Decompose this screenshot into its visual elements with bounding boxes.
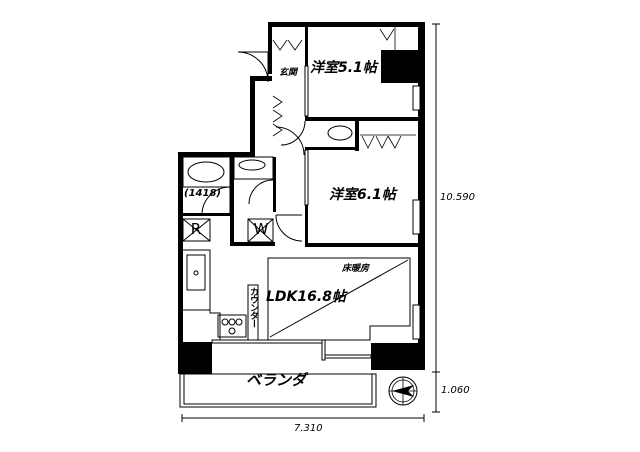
balcony [179,373,377,408]
room-label-western-6-1: 洋室6.1帖 [329,187,396,203]
room-label-western-5-1: 洋室5.1帖 [310,60,377,76]
dimension-depth-balcony: 1.060 [441,385,470,396]
washer-space-label: W [253,220,269,238]
dimension-lines [181,23,440,422]
north-arrow-compass-icon [388,376,418,406]
floor-heating-label: 床暖房 [342,264,370,274]
dimension-depth-main: 10.590 [440,192,475,203]
dimension-width: 7.310 [294,423,323,434]
room-label-entrance: 玄関 [279,68,298,78]
bath-size-label: (1418) [184,188,221,199]
counter-label: カウンター [248,287,258,327]
windows [211,65,421,361]
closet-doors [272,27,416,149]
room-label-ldk: LDK16.8帖 [266,289,346,305]
room-label-balcony: ベランダ [246,371,307,389]
refrigerator-space-label: R [190,220,202,238]
fixtures [182,125,411,341]
